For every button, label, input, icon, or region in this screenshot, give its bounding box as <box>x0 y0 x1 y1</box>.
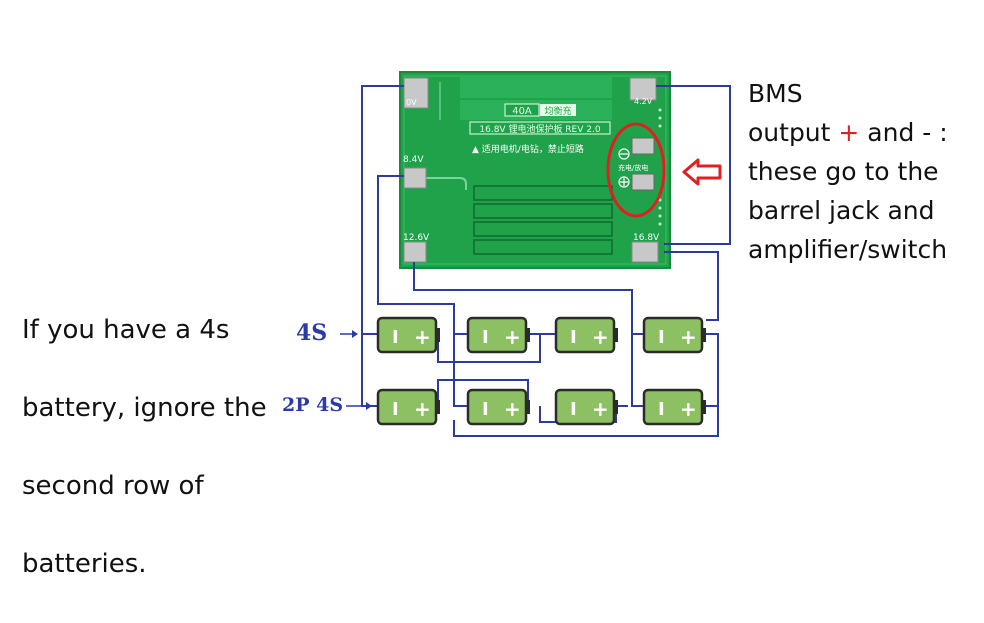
svg-text:I: I <box>482 399 489 420</box>
svg-text:I: I <box>482 327 489 348</box>
battery-cell: I + <box>376 316 440 354</box>
wiring <box>361 85 731 437</box>
row1-label: 4S <box>296 320 328 346</box>
battery-cell: I + <box>466 316 530 354</box>
minus-terminal-icon <box>618 148 630 160</box>
output-plus-sign: + <box>838 118 860 147</box>
charge-label: 充电/放电 <box>618 163 648 172</box>
battery-cell: I + <box>554 316 618 354</box>
svg-text:+: + <box>504 325 521 349</box>
board-title-line: 16.8V 锂电池保护板 REV 2.0 <box>479 123 600 135</box>
battery-cell: I + <box>376 388 440 426</box>
pad-0v-label: 0V <box>406 98 417 107</box>
svg-text:+: + <box>504 397 521 421</box>
bms-line-4: barrel jack and <box>748 196 935 225</box>
svg-text:+: + <box>414 325 431 349</box>
battery-cell: I + <box>554 388 618 426</box>
svg-text:I: I <box>570 399 577 420</box>
note-line-1: If you have a 4s <box>22 315 230 345</box>
ignore-second-row-note: If you have a 4s battery, ignore the sec… <box>22 272 292 623</box>
battery-cell: I + <box>466 388 530 426</box>
pad-16v8-label: 16.8V <box>633 233 660 243</box>
diagram-canvas: 40A 均衡充 16.8V 锂电池保护板 REV 2.0 ▲ 适用电机/电钻，禁… <box>340 71 731 437</box>
svg-text:I: I <box>658 327 665 348</box>
svg-text:I: I <box>392 399 399 420</box>
board-warning: ▲ 适用电机/电钻，禁止短路 <box>472 143 584 155</box>
note-line-3: second row of <box>22 471 204 501</box>
plus-terminal-icon <box>618 176 630 188</box>
battery-row-2: I + I + I + I + <box>376 388 706 426</box>
svg-text:I: I <box>392 327 399 348</box>
svg-text:+: + <box>592 325 609 349</box>
svg-text:+: + <box>414 397 431 421</box>
bms-title: BMS <box>748 79 803 108</box>
pad-12v6-label: 12.6V <box>403 233 430 243</box>
board-badge2: 均衡充 <box>544 105 571 117</box>
battery-cell: I + <box>642 316 706 354</box>
svg-text:I: I <box>570 327 577 348</box>
note-line-4: batteries. <box>22 549 147 579</box>
board-warning-text: 适用电机/电钻，禁止短路 <box>482 143 584 155</box>
bms-board: 40A 均衡充 16.8V 锂电池保护板 REV 2.0 ▲ 适用电机/电钻，禁… <box>399 71 671 269</box>
bms-output-note: BMS output + and - : these go to the bar… <box>748 74 948 269</box>
pointer-arrow-icon <box>682 158 722 186</box>
pad-4v2-label: 4.2V <box>634 97 653 106</box>
bms-line-3: these go to the <box>748 157 939 186</box>
battery-cell: I + <box>642 388 706 426</box>
bms-line-5: amplifier/switch <box>748 235 948 264</box>
svg-text:+: + <box>680 397 697 421</box>
pad-8v4-label: 8.4V <box>403 155 424 165</box>
note-line-2: battery, ignore the <box>22 393 267 423</box>
output-suffix: and - : <box>859 118 948 147</box>
output-terminals-highlight <box>606 122 666 218</box>
output-prefix: output <box>748 118 839 147</box>
svg-text:+: + <box>592 397 609 421</box>
row2-arrow-icon <box>346 402 372 410</box>
svg-text:I: I <box>658 399 665 420</box>
board-badge: 40A <box>512 106 532 117</box>
battery-row-1: I + I + I + I + <box>376 316 706 354</box>
row2-label: 2P 4S <box>282 394 344 416</box>
bms-output-line: output + and - : <box>748 113 948 152</box>
row1-arrow-icon <box>340 330 358 338</box>
svg-text:+: + <box>680 325 697 349</box>
